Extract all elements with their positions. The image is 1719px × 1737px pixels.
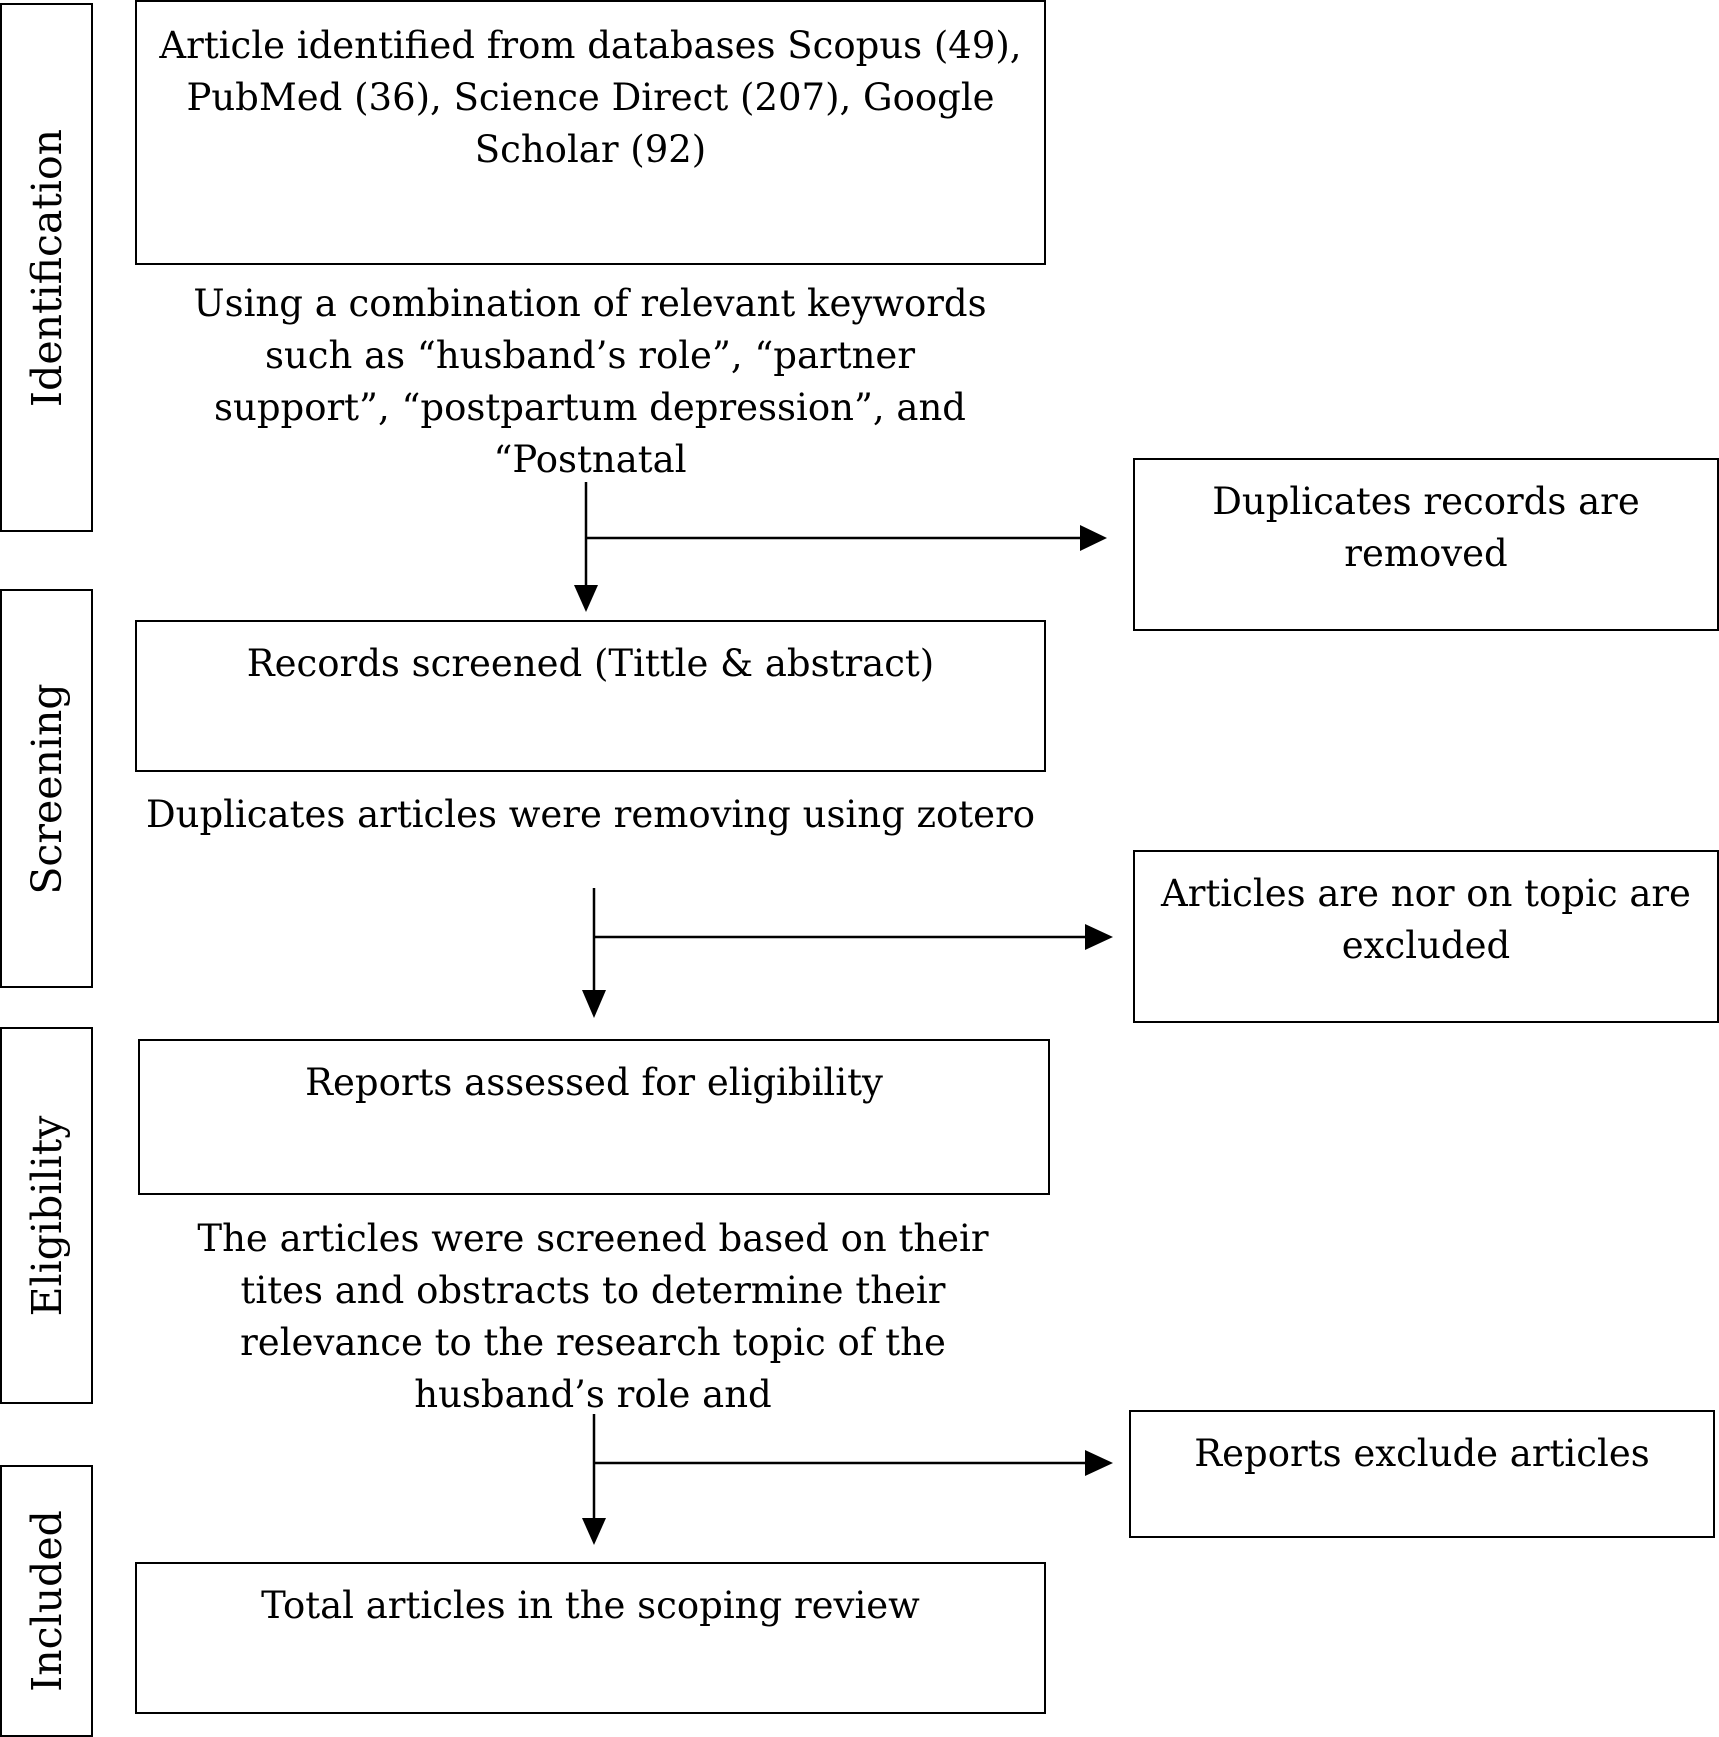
relevance-note: The articles were screened based on thei… <box>197 1217 989 1416</box>
off-topic-excluded-box: Articles are nor on topic are excluded <box>1133 850 1719 1023</box>
assessed-box: Reports assessed for eligibility <box>138 1039 1050 1195</box>
zotero-note: Duplicates articles were removing using … <box>145 793 1036 836</box>
arrow-head-down-2 <box>582 990 606 1018</box>
screened-box: Records screened (Tittle & abstract) <box>135 620 1046 772</box>
assessed-text: Reports assessed for eligibility <box>305 1061 883 1104</box>
reports-excluded-box: Reports exclude articles <box>1129 1410 1715 1538</box>
total-text: Total articles in the scoping review <box>261 1584 920 1627</box>
keywords-note: Using a combination of relevant keywords… <box>193 282 987 481</box>
identified-box: Article identified from databases Scopus… <box>135 0 1046 265</box>
duplicates-removed-box: Duplicates records are removed <box>1133 458 1719 631</box>
stage-identification: Identification <box>0 3 93 532</box>
arrow-head-down-1 <box>574 585 598 612</box>
screened-text: Records screened (Tittle & abstract) <box>246 642 935 685</box>
identified-text: Article identified from databases Scopus… <box>159 24 1022 171</box>
reports-excluded-text: Reports exclude articles <box>1194 1432 1650 1475</box>
total-box: Total articles in the scoping review <box>135 1562 1046 1714</box>
off-topic-excluded-text: Articles are nor on topic are excluded <box>1161 872 1691 967</box>
stage-screening: Screening <box>0 589 93 988</box>
arrow-head-down-3 <box>582 1518 606 1545</box>
arrow-head-right-2 <box>1085 924 1113 950</box>
arrow-head-right-3 <box>1085 1450 1113 1476</box>
duplicates-removed-text: Duplicates records are removed <box>1212 480 1640 575</box>
stage-eligibility: Eligibility <box>0 1027 93 1404</box>
arrow-head-right-1 <box>1080 525 1107 551</box>
stage-included: Included <box>0 1465 93 1737</box>
